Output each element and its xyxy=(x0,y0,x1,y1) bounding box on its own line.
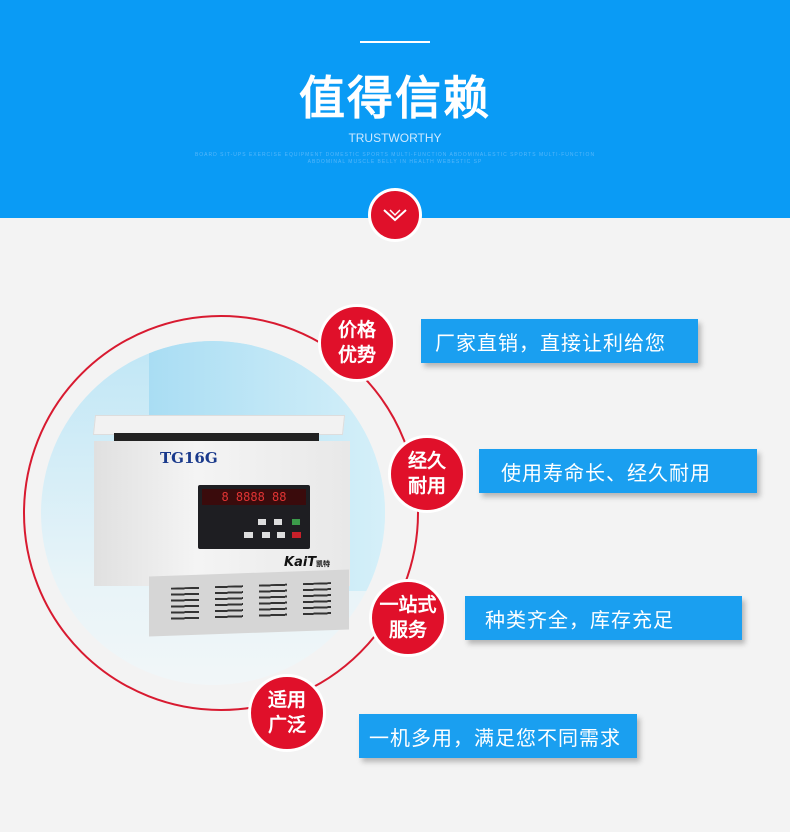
feature-text-service: 种类齐全，库存充足 xyxy=(465,596,742,640)
decorative-ring xyxy=(23,315,419,711)
feature-badge-wide-use: 适用广泛 xyxy=(248,674,326,752)
feature-badge-price: 价格优势 xyxy=(318,304,396,382)
tagline: BOARD SIT-UPS EXERCISE EQUIPMENT DOMESTI… xyxy=(194,152,596,165)
brand-cn: 凯特 xyxy=(316,560,331,568)
feature-text-wide-use: 一机多用，满足您不同需求 xyxy=(359,714,637,758)
feature-badge-durable: 经久耐用 xyxy=(388,435,466,513)
header-banner: 值得信赖 TRUSTWORTHY BOARD SIT-UPS EXERCISE … xyxy=(0,0,790,218)
centrifuge-image: TG16G 8 8888 88 KaiT凯特 xyxy=(92,415,358,637)
feature-text-price: 厂家直销，直接让利给您 xyxy=(421,319,698,363)
model-label: TG16G xyxy=(160,449,218,467)
brand-logo: KaiT xyxy=(284,555,317,570)
feature-badge-service: 一站式服务 xyxy=(369,579,447,657)
page-title: 值得信赖 xyxy=(299,71,491,125)
chevron-down-icon xyxy=(368,188,422,242)
feature-text-durable: 使用寿命长、经久耐用 xyxy=(479,449,757,493)
led-display: 8 8888 88 xyxy=(202,489,306,505)
page-subtitle: TRUSTWORTHY xyxy=(348,131,442,145)
divider xyxy=(360,41,430,43)
